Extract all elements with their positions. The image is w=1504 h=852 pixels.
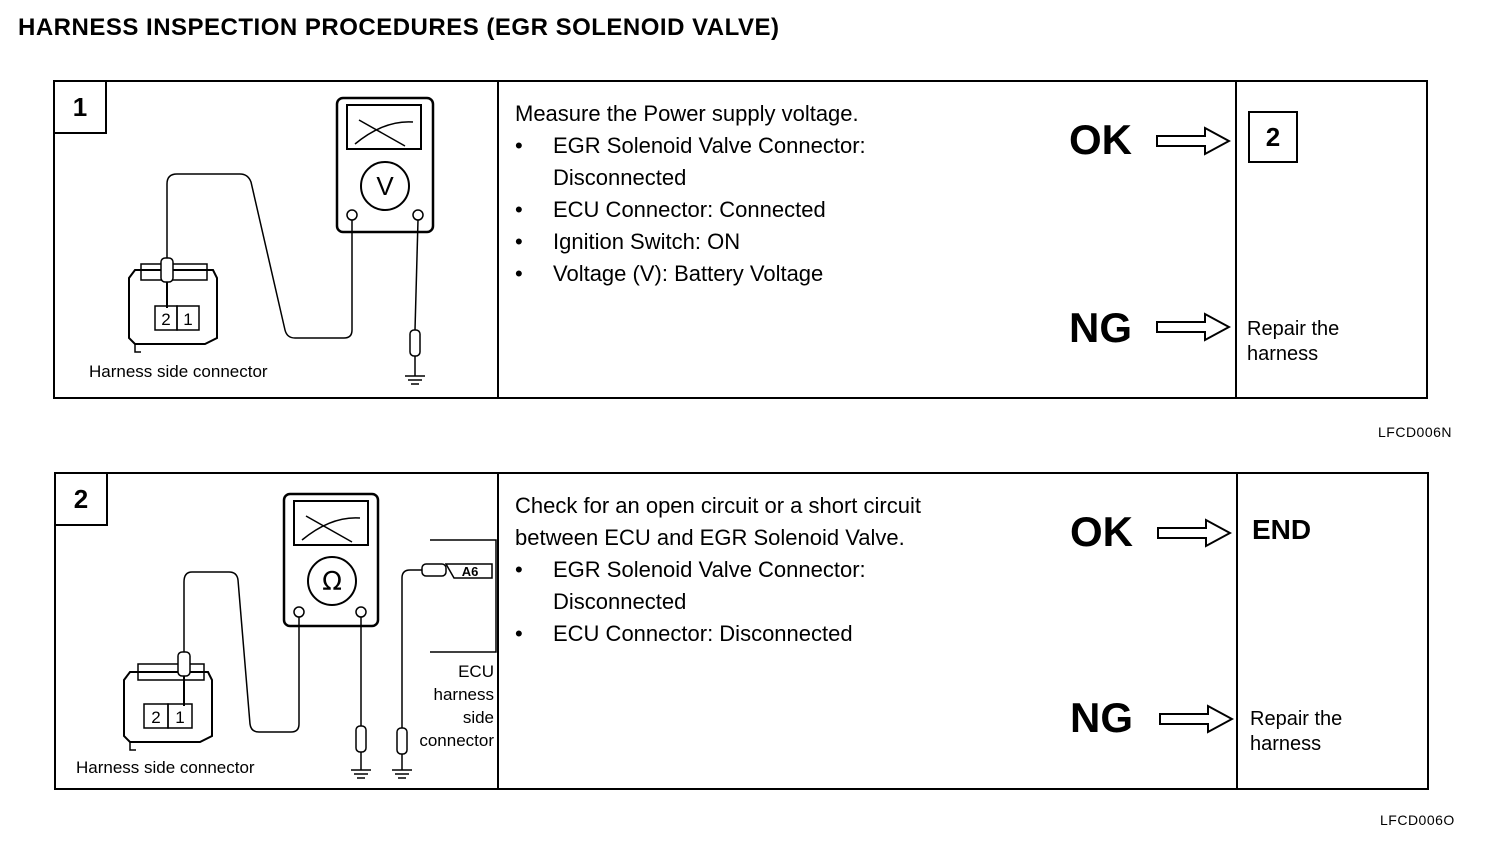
- step-number: 1: [55, 82, 107, 134]
- bullet-icon: •: [515, 557, 523, 582]
- bullet-icon: •: [515, 261, 523, 286]
- bullet-icon: •: [515, 229, 523, 254]
- list-item: •ECU Connector: Disconnected: [515, 618, 921, 650]
- condition-list: •EGR Solenoid Valve Connector: Disconnec…: [515, 554, 921, 650]
- ng-result: Repair the harness: [1250, 708, 1343, 755]
- connector-pin-1: 1: [183, 310, 192, 329]
- list-item: Disconnected: [553, 589, 687, 614]
- meter-symbol: V: [376, 171, 394, 201]
- divider: [1236, 474, 1238, 788]
- page-title: HARNESS INSPECTION PROCEDURES (EGR SOLEN…: [18, 14, 780, 41]
- goto-step-box: 2: [1248, 111, 1298, 163]
- instruction-text: Measure the Power supply voltage. •EGR S…: [515, 98, 866, 290]
- list-item: •EGR Solenoid Valve Connector:: [515, 554, 921, 586]
- figure-code: LFCD006O: [1380, 812, 1455, 828]
- list-item: •Ignition Switch: ON: [515, 226, 866, 258]
- bullet-icon: •: [515, 197, 523, 222]
- arrow-right-icon: [1159, 704, 1234, 734]
- list-item: •Voltage (V): Battery Voltage: [515, 258, 866, 290]
- arrow-right-icon: [1156, 126, 1231, 156]
- instruction-head: Check for an open circuit or a short cir…: [515, 493, 921, 518]
- ohmmeter-diagram: Ω A6 2 1: [123, 492, 497, 779]
- instruction-head: Measure the Power supply voltage.: [515, 101, 859, 126]
- condition-list: •EGR Solenoid Valve Connector: Disconnec…: [515, 130, 866, 290]
- list-item: •EGR Solenoid Valve Connector:: [515, 130, 866, 162]
- connector-pin-2: 2: [151, 708, 160, 727]
- instruction-text: Check for an open circuit or a short cir…: [515, 490, 921, 650]
- ng-label: NG: [1069, 304, 1132, 351]
- step-2-panel: 2 Ω A6 2 1: [54, 472, 1429, 790]
- ecu-connector-label: ECU harness side connector: [419, 662, 494, 750]
- step-number: 2: [56, 474, 108, 526]
- connector-label: Harness side connector: [76, 758, 255, 777]
- instruction-head: between ECU and EGR Solenoid Valve.: [515, 525, 905, 550]
- list-item: Disconnected: [553, 165, 687, 190]
- connector-pin-1: 1: [175, 708, 184, 727]
- connector-label: Harness side connector: [89, 362, 268, 381]
- ecu-pin-label: A6: [462, 564, 479, 579]
- ok-label: OK: [1070, 508, 1133, 555]
- ok-result: END: [1252, 514, 1312, 545]
- divider: [497, 82, 499, 397]
- bullet-icon: •: [515, 133, 523, 158]
- divider: [1235, 82, 1237, 397]
- voltmeter-diagram: V 2 1: [128, 96, 435, 385]
- arrow-right-icon: [1156, 312, 1231, 342]
- arrow-right-icon: [1157, 518, 1232, 548]
- ok-label: OK: [1069, 116, 1132, 163]
- bullet-icon: •: [515, 621, 523, 646]
- divider: [497, 474, 499, 788]
- meter-symbol: Ω: [322, 567, 342, 597]
- step-1-panel: 1 V 2 1 Harness side connector Mea: [53, 80, 1428, 399]
- ng-result: Repair the harness: [1247, 318, 1340, 365]
- connector-pin-2: 2: [161, 310, 170, 329]
- list-item: •ECU Connector: Connected: [515, 194, 866, 226]
- figure-code: LFCD006N: [1378, 424, 1453, 440]
- ng-label: NG: [1070, 694, 1133, 741]
